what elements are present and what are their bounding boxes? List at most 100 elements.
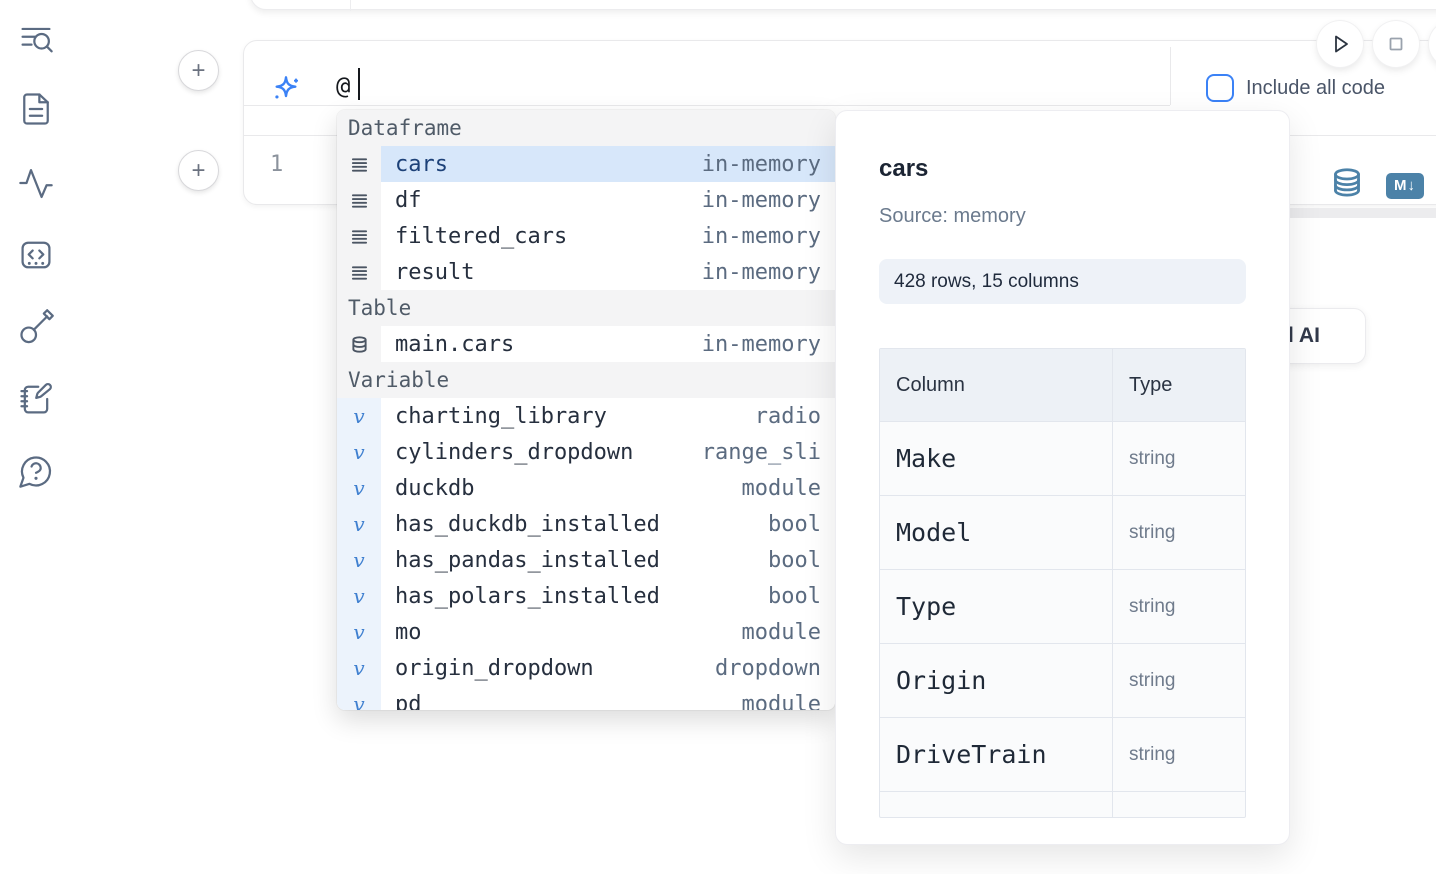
- key-icon[interactable]: [14, 306, 58, 350]
- stop-button[interactable]: [1373, 21, 1419, 67]
- completion-section-header: Variable: [337, 362, 835, 398]
- completion-item-detail: module: [741, 619, 821, 645]
- variable-icon: v: [337, 614, 381, 650]
- completion-item-detail: dropdown: [715, 655, 821, 681]
- schema-column-name: DriveTrain: [896, 740, 1047, 769]
- sparkles-icon: [270, 74, 302, 106]
- completion-item-name: cylinders_dropdown: [395, 439, 634, 465]
- add-cell-button-bottom[interactable]: +: [178, 150, 219, 191]
- include-all-code-toggle[interactable]: Include all code: [1206, 74, 1385, 102]
- schema-column-name: Type: [896, 592, 957, 621]
- include-all-code-checkbox[interactable]: [1206, 74, 1234, 102]
- completion-item[interactable]: main.cars in-memory: [337, 326, 835, 362]
- completion-item[interactable]: result in-memory: [337, 254, 835, 290]
- completion-item-name: has_pandas_installed: [395, 547, 660, 573]
- table-icon: [337, 326, 381, 362]
- completion-item-detail: in-memory: [701, 259, 821, 285]
- completion-section-header: Table: [337, 290, 835, 326]
- activity-icon[interactable]: [14, 162, 58, 206]
- previous-cell-remnant: [250, 0, 1436, 11]
- preview-title: cars: [879, 155, 929, 182]
- list-search-icon[interactable]: [14, 18, 58, 62]
- schema-header-type: Type: [1129, 373, 1173, 396]
- run-cell-button[interactable]: [1317, 21, 1363, 67]
- completion-item[interactable]: v origin_dropdown dropdown: [337, 650, 835, 686]
- completion-item-name: result: [395, 259, 475, 285]
- completion-item[interactable]: cars in-memory: [337, 146, 835, 182]
- preview-shape-badge: 428 rows, 15 columns: [879, 259, 1246, 304]
- editor-line-number: 1: [270, 152, 284, 177]
- completion-section-header: Dataframe: [337, 110, 835, 146]
- completion-item-name: origin_dropdown: [395, 655, 594, 681]
- variable-icon: v: [337, 434, 381, 470]
- variable-icon: v: [337, 650, 381, 686]
- extra-control-button[interactable]: [1429, 21, 1436, 67]
- variable-icon: v: [337, 686, 381, 710]
- dataframe-icon: [337, 182, 381, 218]
- schema-column-name: Origin: [896, 666, 987, 695]
- dataframe-preview-panel: cars Source: memory 428 rows, 15 columns…: [835, 110, 1290, 845]
- completion-item-name: has_polars_installed: [395, 583, 660, 609]
- variable-icon: v: [337, 542, 381, 578]
- completion-item[interactable]: v has_duckdb_installed bool: [337, 506, 835, 542]
- prompt-divider: [243, 105, 1170, 106]
- database-icon[interactable]: [1332, 168, 1362, 203]
- variable-icon: v: [337, 578, 381, 614]
- include-all-code-label: Include all code: [1246, 76, 1385, 99]
- completion-item-name: main.cars: [395, 331, 515, 357]
- variable-icon: v: [337, 506, 381, 542]
- schema-row: [880, 792, 1245, 817]
- schema-header-row: Column Type: [880, 349, 1245, 422]
- dataframe-icon: [337, 254, 381, 290]
- completion-item-name: duckdb: [395, 475, 475, 501]
- completion-item-detail: in-memory: [701, 151, 821, 177]
- schema-column-type: string: [1129, 521, 1176, 543]
- code-cell-icon[interactable]: [14, 234, 58, 278]
- variable-icon: v: [337, 398, 381, 434]
- completion-item-name: charting_library: [395, 403, 607, 429]
- completion-item-detail: range_sli: [701, 439, 821, 465]
- ai-prompt-input[interactable]: @: [336, 72, 351, 100]
- markdown-convert-icon[interactable]: M↓: [1386, 172, 1424, 199]
- completion-item[interactable]: v has_pandas_installed bool: [337, 542, 835, 578]
- schema-column-type: string: [1129, 595, 1176, 617]
- completion-item-detail: in-memory: [701, 331, 821, 357]
- dataframe-icon: [337, 146, 381, 182]
- file-text-icon[interactable]: [14, 88, 58, 132]
- help-chat-icon[interactable]: [14, 450, 58, 494]
- completion-item-name: has_duckdb_installed: [395, 511, 660, 537]
- completion-item-detail: module: [741, 475, 821, 501]
- completion-item-name: cars: [395, 151, 448, 177]
- completion-item-detail: module: [741, 691, 821, 711]
- completion-item[interactable]: v charting_library radio: [337, 398, 835, 434]
- text-cursor: [358, 68, 360, 100]
- schema-header-column: Column: [896, 373, 965, 396]
- dataframe-icon: [337, 218, 381, 254]
- add-cell-button-top[interactable]: +: [178, 50, 219, 91]
- notebook-pen-icon[interactable]: [14, 378, 58, 422]
- schema-row: Origin string: [880, 644, 1245, 718]
- completion-item-detail: radio: [754, 403, 821, 429]
- completion-item-detail: in-memory: [701, 223, 821, 249]
- completion-item-detail: bool: [768, 511, 821, 537]
- remnant-gutter-divider: [350, 0, 351, 11]
- completion-item[interactable]: df in-memory: [337, 182, 835, 218]
- completion-item-detail: bool: [768, 547, 821, 573]
- completion-item-name: pd: [395, 691, 422, 711]
- completion-item-name: df: [395, 187, 422, 213]
- completion-item-detail: in-memory: [701, 187, 821, 213]
- schema-column-type: string: [1129, 669, 1176, 691]
- schema-column-type: string: [1129, 743, 1176, 765]
- schema-column-type: string: [1129, 447, 1176, 469]
- completion-item[interactable]: v cylinders_dropdown range_sli: [337, 434, 835, 470]
